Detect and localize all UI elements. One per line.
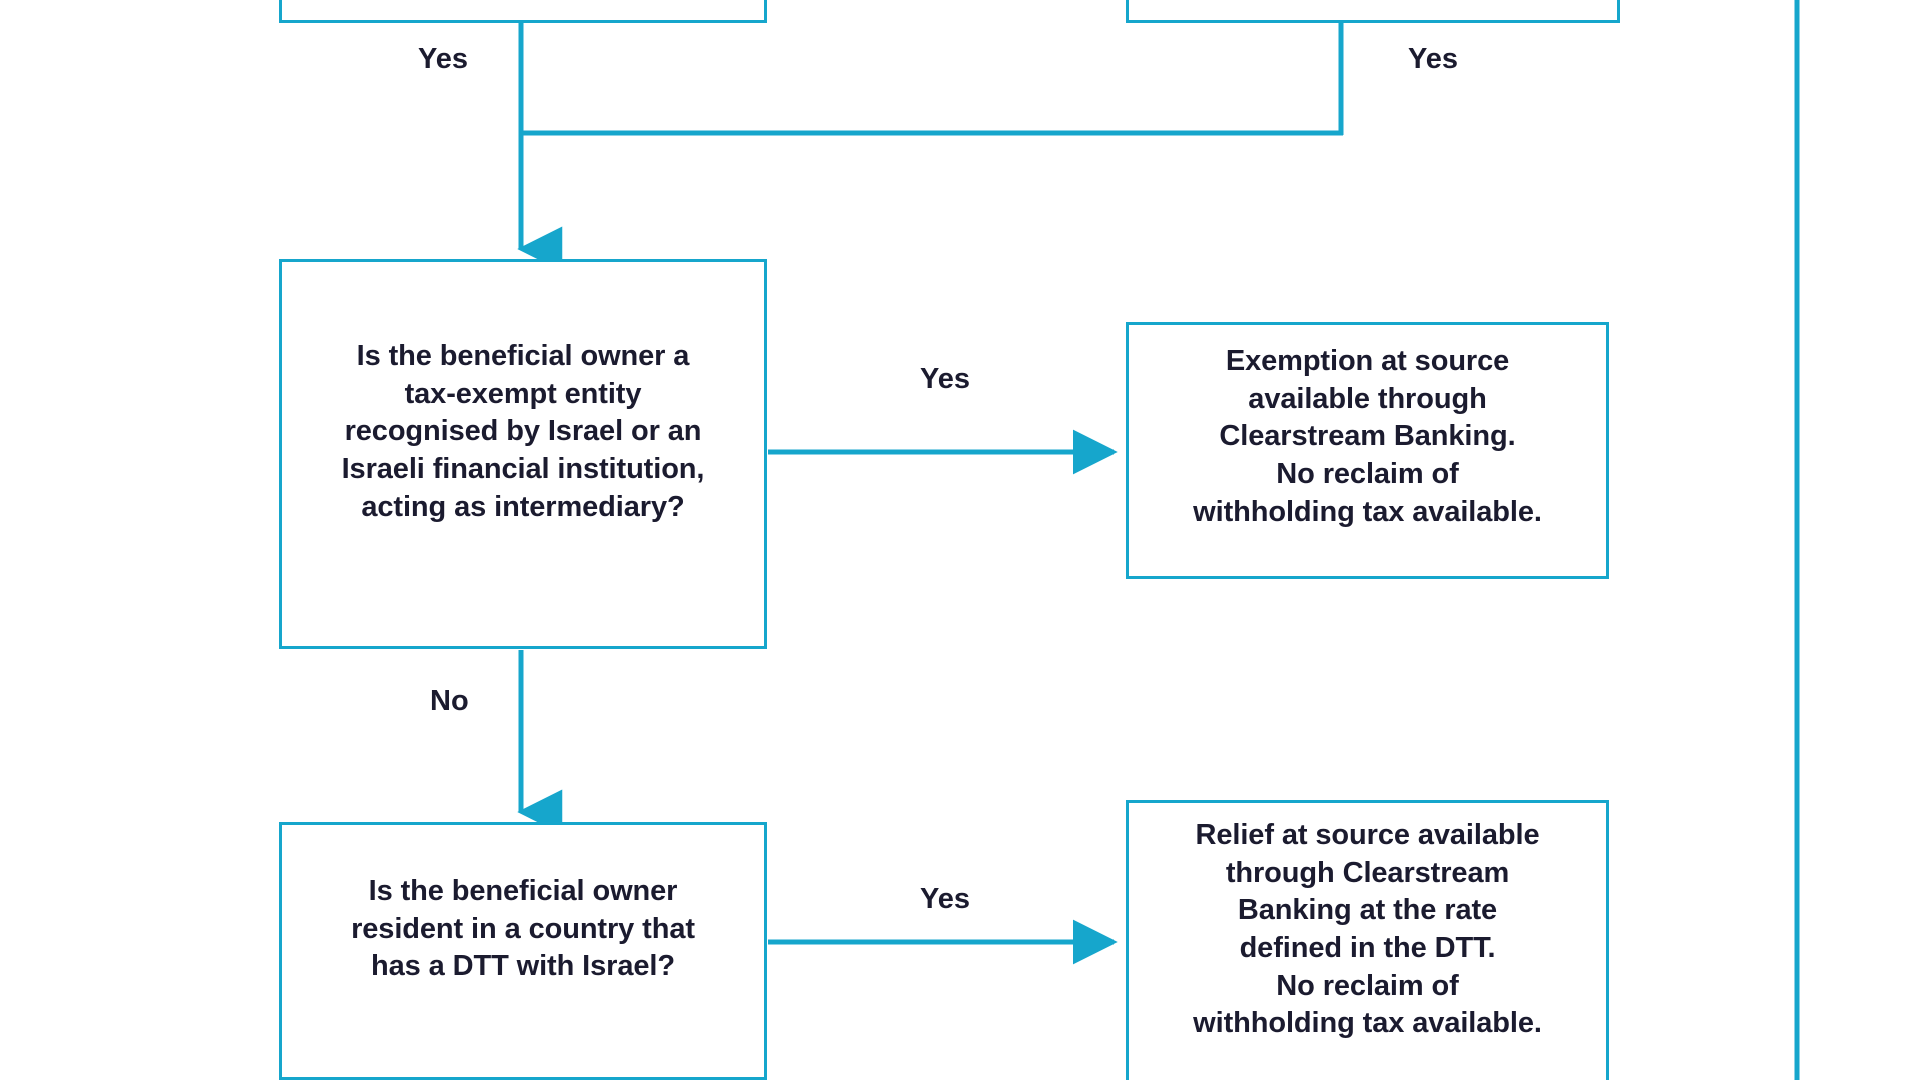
node-decision-tax-exempt-entity[interactable]: Is the beneficial owner a tax-exempt ent…: [279, 259, 767, 649]
node-outcome-exemption-at-source-text: Exemption at source available through Cl…: [1193, 345, 1542, 528]
edge-label-yes-top-left: Yes: [418, 43, 468, 75]
node-outcome-relief-at-source-text: Relief at source available through Clear…: [1193, 819, 1542, 1040]
node-outcome-exemption-at-source[interactable]: Exemption at source available through Cl…: [1126, 322, 1609, 579]
edge-label-yes-exemption: Yes: [920, 363, 970, 395]
node-top-right-partial[interactable]: [1126, 0, 1620, 23]
node-decision-dtt-resident[interactable]: Is the beneficial owner resident in a co…: [279, 822, 767, 1080]
node-decision-tax-exempt-entity-text: Is the beneficial owner a tax-exempt ent…: [341, 340, 705, 523]
edge-label-no-exempt: No: [430, 685, 469, 717]
edge-label-yes-top-right: Yes: [1408, 43, 1458, 75]
edge-label-yes-dtt: Yes: [920, 883, 970, 915]
node-decision-dtt-resident-text: Is the beneficial owner resident in a co…: [351, 875, 695, 983]
node-top-left-partial[interactable]: [279, 0, 767, 23]
node-outcome-relief-at-source[interactable]: Relief at source available through Clear…: [1126, 800, 1609, 1080]
